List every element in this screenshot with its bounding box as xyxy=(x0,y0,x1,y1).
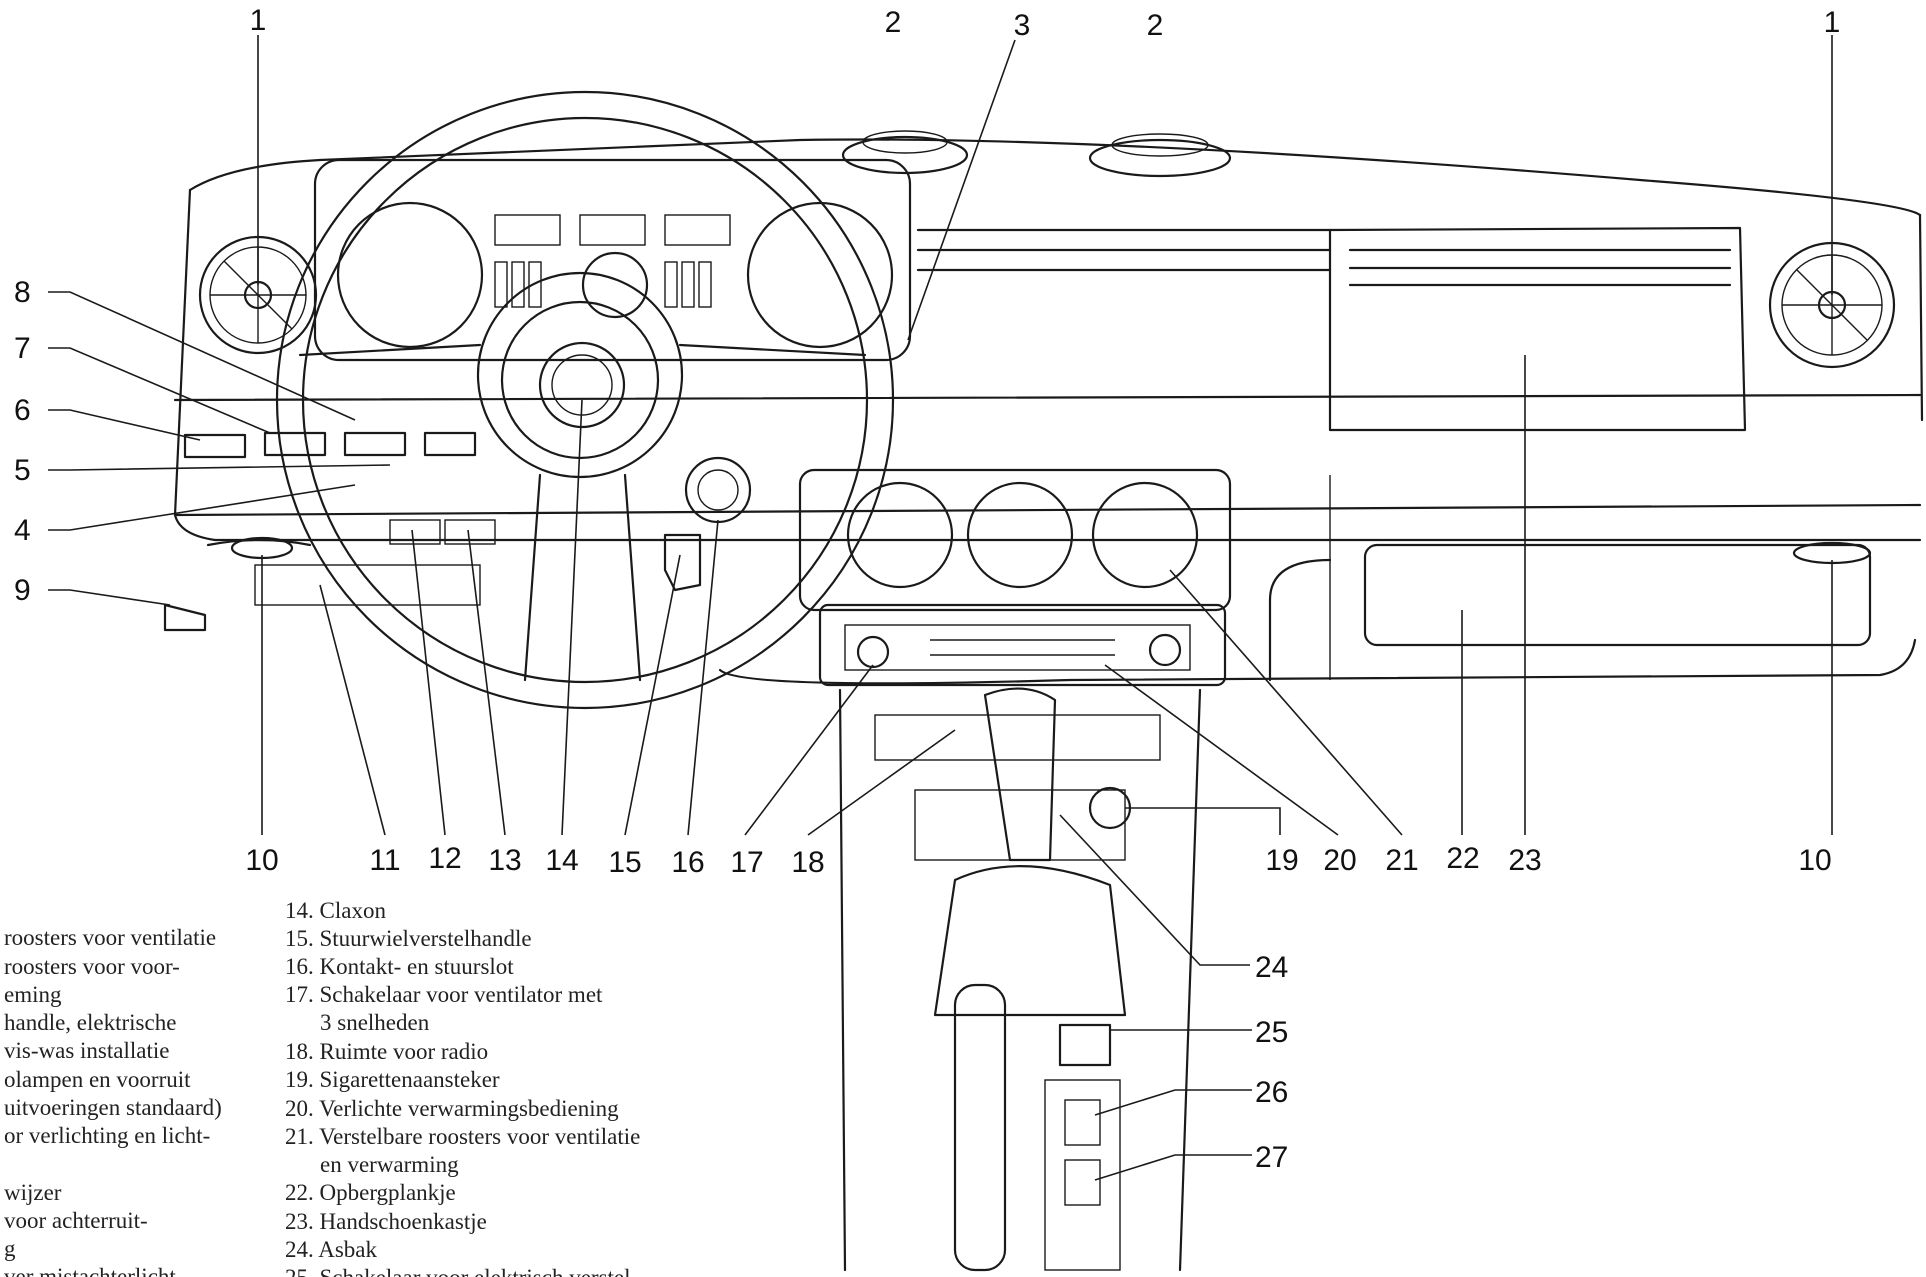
callout-22: 22 xyxy=(1446,842,1479,875)
callout-26: 26 xyxy=(1255,1076,1288,1109)
legend-item-20: 20. Verlichte verwarmingsbediening xyxy=(285,1096,619,1121)
callout-1-left: 1 xyxy=(250,4,267,37)
legend-right: 14. Claxon 15. Stuurwielverstelhandle 16… xyxy=(285,898,640,1277)
callout-10-right: 10 xyxy=(1798,844,1831,877)
legend-item-21-cont: en verwarming xyxy=(320,1152,459,1177)
legend-item-16: 16. Kontakt- en stuurslot xyxy=(285,954,514,979)
legend-left-line: wijzer xyxy=(4,1180,62,1205)
callout-24: 24 xyxy=(1255,951,1288,984)
legend-item-22: 22. Opbergplankje xyxy=(285,1180,456,1205)
callout-16: 16 xyxy=(671,846,704,879)
instrument-gauges xyxy=(336,201,894,349)
callout-9: 9 xyxy=(14,574,31,607)
callout-1-right: 1 xyxy=(1824,6,1841,39)
legend-left-line: roosters voor voor- xyxy=(4,954,180,979)
gear-lever xyxy=(933,687,1127,1272)
legend-item-24: 24. Asbak xyxy=(285,1237,378,1262)
legend-left-line: g xyxy=(4,1236,16,1261)
callout-15: 15 xyxy=(608,846,641,879)
legend-left-line: handle, elektrische xyxy=(4,1010,176,1035)
legend-item-17: 17. Schakelaar voor ventilator met xyxy=(285,982,603,1007)
legend-left-line: voor achterruit- xyxy=(4,1208,148,1233)
legend-item-17-cont: 3 snelheden xyxy=(320,1010,430,1035)
legend-left-line: uitvoeringen standaard) xyxy=(4,1095,222,1120)
legend-left-line: eming xyxy=(4,982,62,1007)
legend-item-19: 19. Sigarettenaansteker xyxy=(285,1067,500,1092)
callout-2-right: 2 xyxy=(1147,9,1164,42)
legend-left-line: ver mistachterlicht xyxy=(4,1264,176,1277)
legend-left-line: vis-was installatie xyxy=(4,1038,169,1063)
callout-23: 23 xyxy=(1508,844,1541,877)
parcel-shelf xyxy=(1363,543,1872,647)
callout-10-left: 10 xyxy=(245,844,278,877)
callout-13: 13 xyxy=(488,844,521,877)
callout-11: 11 xyxy=(369,844,400,877)
callout-18: 18 xyxy=(791,846,824,879)
left-switches xyxy=(163,431,1872,632)
callout-20: 20 xyxy=(1323,844,1356,877)
callout-14: 14 xyxy=(545,844,578,877)
legend-left-line: roosters voor ventilatie xyxy=(4,925,216,950)
center-console xyxy=(798,468,1232,1272)
callout-3: 3 xyxy=(1014,9,1031,42)
legend-item-15: 15. Stuurwielverstelhandle xyxy=(285,926,532,951)
callout-12: 12 xyxy=(428,842,461,875)
callout-5: 5 xyxy=(14,454,31,487)
callout-7: 7 xyxy=(14,332,31,365)
dashboard-outline xyxy=(173,138,1924,685)
legend-item-25: 25. Schakelaar voor elektrisch verstel xyxy=(285,1265,631,1277)
callout-21: 21 xyxy=(1385,844,1418,877)
callout-8: 8 xyxy=(14,276,31,309)
callout-27: 27 xyxy=(1255,1141,1288,1174)
legend-left: roosters voor ventilatie roosters voor v… xyxy=(4,925,222,1277)
leader-lines xyxy=(48,35,1833,1181)
legend-item-14: 14. Claxon xyxy=(285,898,386,923)
callout-17: 17 xyxy=(730,846,763,879)
legend-left-line: olampen en voorruit xyxy=(4,1067,191,1092)
callout-2-left: 2 xyxy=(885,6,902,39)
legend-item-23: 23. Handschoenkastje xyxy=(285,1209,487,1234)
upper-panels xyxy=(916,226,1747,432)
legend-item-18: 18. Ruimte voor radio xyxy=(285,1039,488,1064)
legend-item-21: 21. Verstelbare roosters voor ventilatie xyxy=(285,1124,640,1149)
callout-6: 6 xyxy=(14,394,31,427)
callout-numbers: 1 2 3 2 1 8 7 6 5 4 9 10 11 12 13 14 15 … xyxy=(14,4,1840,1174)
legend-left-line: or verlichting en licht- xyxy=(4,1123,210,1148)
callout-4: 4 xyxy=(14,514,31,547)
callout-19: 19 xyxy=(1265,844,1298,877)
defrost-vents xyxy=(841,130,1232,178)
callout-25: 25 xyxy=(1255,1016,1288,1049)
